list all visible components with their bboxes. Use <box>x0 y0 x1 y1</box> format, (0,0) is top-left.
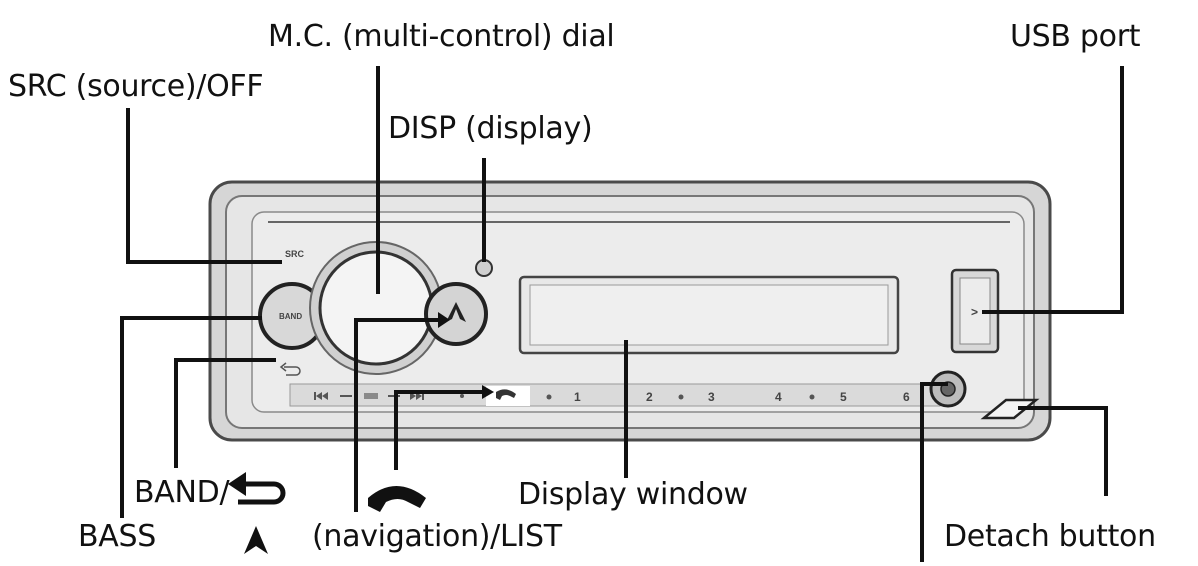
label-band: BAND/ <box>134 475 230 510</box>
display-window-inner <box>529 284 889 346</box>
leader-bass <box>120 316 262 518</box>
phone-icon <box>368 486 426 512</box>
disp-button[interactable] <box>475 259 493 277</box>
leader-band <box>174 358 276 468</box>
navigation-button[interactable] <box>424 282 488 346</box>
back-arrow-icon <box>284 366 301 376</box>
preset-5[interactable]: 5 <box>840 390 847 404</box>
arrow-phone-head <box>482 385 494 399</box>
phone-key[interactable] <box>486 386 530 406</box>
back-arrow-icon <box>228 472 286 505</box>
usb-port-symbol: > <box>971 305 978 319</box>
label-mc-dial: M.C. (multi-control) dial <box>268 19 615 54</box>
skip-back-icon[interactable] <box>314 392 328 400</box>
leader-aux <box>920 382 948 562</box>
label-navigation-list: (navigation)/LIST <box>312 519 562 554</box>
preset-2[interactable]: 2 <box>646 390 653 404</box>
leader-src <box>126 108 282 264</box>
leader-phone <box>394 390 490 470</box>
leader-navigation <box>354 318 446 512</box>
up-arrow-icon <box>446 302 466 322</box>
label-usb-port: USB port <box>1010 19 1141 54</box>
up-arrow-icon <box>244 526 268 554</box>
usb-port-inner <box>959 277 991 345</box>
detach-button[interactable] <box>980 398 1040 420</box>
label-detach-button: Detach button <box>944 519 1156 554</box>
preset-3[interactable]: 3 <box>708 390 715 404</box>
leader-detach <box>1018 406 1108 496</box>
panel-src-key: SRC <box>285 249 305 259</box>
panel-band-key: BAND <box>279 312 302 321</box>
back-key[interactable] <box>279 362 301 376</box>
preset-4[interactable]: 4 <box>775 390 782 404</box>
label-display-window: Display window <box>518 477 748 512</box>
label-disp: DISP (display) <box>388 111 593 146</box>
preset-1[interactable]: 1 <box>574 390 581 404</box>
phone-icon <box>496 389 516 400</box>
arrow-nav-head <box>438 312 450 328</box>
preset-6[interactable]: 6 <box>903 390 910 404</box>
label-bass: BASS <box>78 519 156 554</box>
leader-lines <box>120 66 1124 562</box>
leader-usb <box>982 66 1124 314</box>
label-src-off: SRC (source)/OFF <box>8 69 264 104</box>
